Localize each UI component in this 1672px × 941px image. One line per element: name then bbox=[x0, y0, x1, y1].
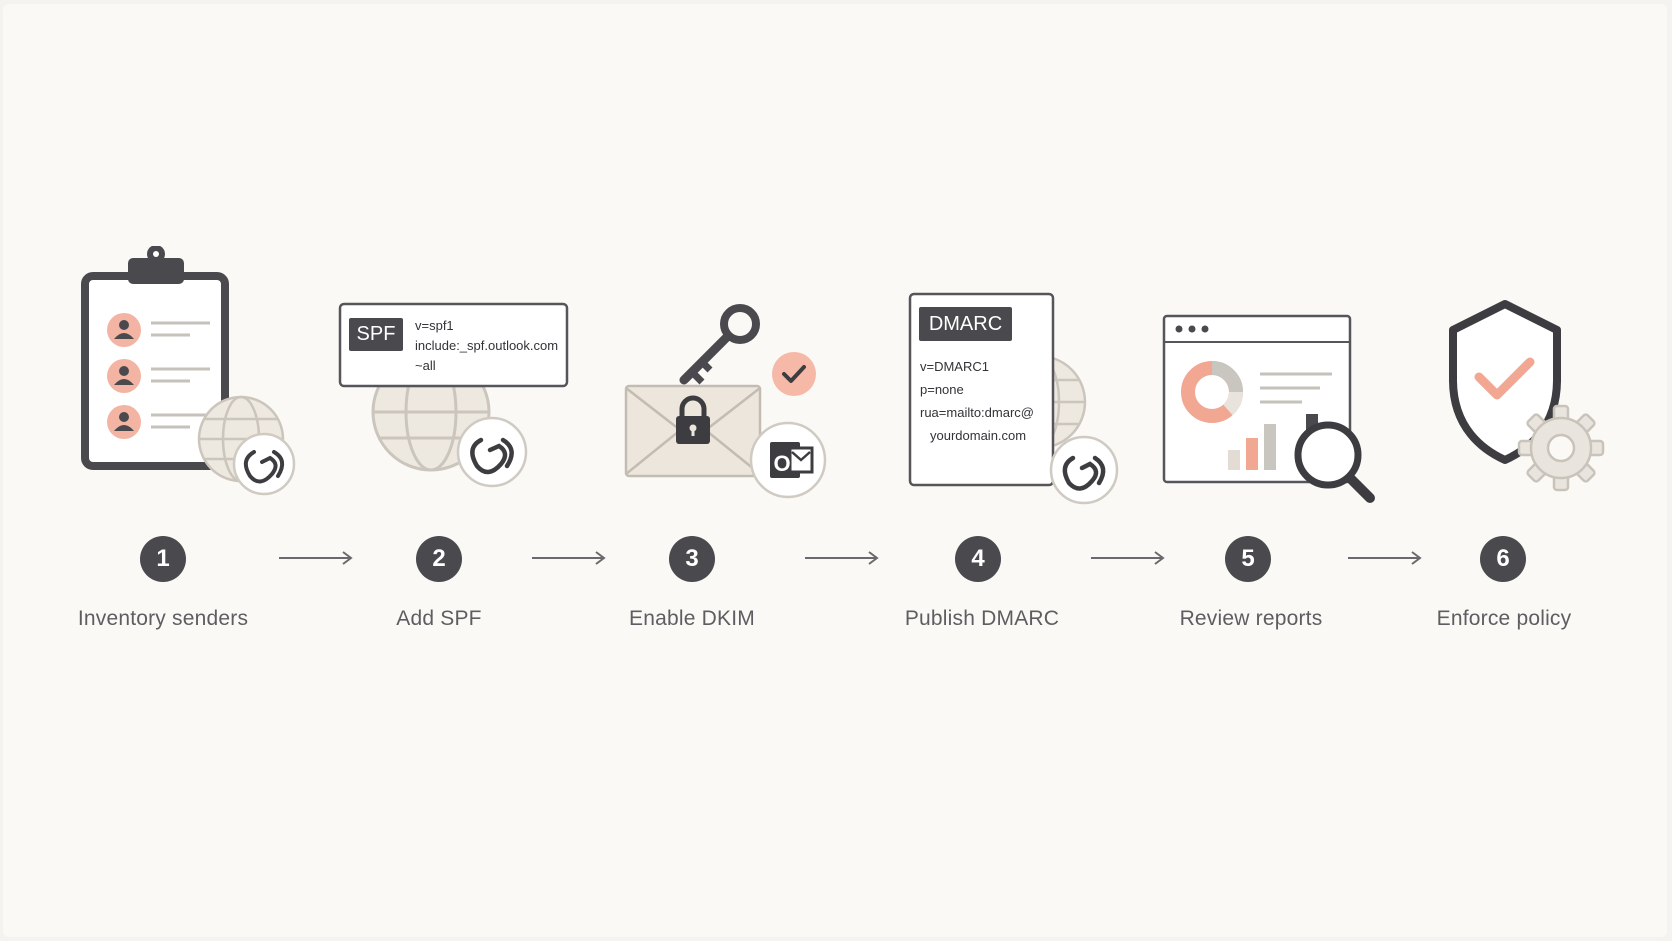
step-label: Inventory senders bbox=[77, 607, 249, 630]
clipboard-icon bbox=[81, 246, 296, 496]
magnifier-icon bbox=[1294, 421, 1375, 503]
step-label: Enforce policy bbox=[1436, 607, 1572, 630]
step-number-badge: 1 bbox=[140, 536, 186, 582]
spf-line: include:_spf.outlook.com bbox=[415, 338, 559, 353]
dmarc-line: yourdomain.com bbox=[930, 428, 1027, 443]
gear-icon bbox=[1517, 404, 1605, 492]
arrow-right-icon bbox=[1091, 551, 1165, 565]
godaddy-logo-icon bbox=[232, 432, 296, 496]
spf-line: ~all bbox=[415, 358, 436, 373]
check-badge-icon bbox=[772, 352, 816, 396]
step-number-badge: 6 bbox=[1480, 536, 1526, 582]
dmarc-line: v=DMARC1 bbox=[920, 359, 989, 374]
key-icon bbox=[679, 304, 760, 385]
dmarc-tag: DMARC bbox=[919, 307, 1012, 341]
step-number-badge: 3 bbox=[669, 536, 715, 582]
padlock-icon bbox=[676, 395, 710, 444]
spf-tag: SPF bbox=[349, 318, 403, 351]
sender-rows bbox=[107, 313, 210, 439]
spf-line: v=spf1 bbox=[415, 318, 454, 333]
outlook-letter: O bbox=[773, 451, 791, 476]
godaddy-logo-icon bbox=[1049, 435, 1119, 505]
step-number-badge: 4 bbox=[955, 536, 1001, 582]
shield-icon bbox=[1449, 300, 1605, 492]
arrow-right-icon bbox=[279, 551, 353, 565]
step-number-badge: 2 bbox=[416, 536, 462, 582]
arrow-right-icon bbox=[1348, 551, 1422, 565]
dmarc-line: rua=mailto:dmarc@ bbox=[920, 405, 1034, 420]
arrow-right-icon bbox=[532, 551, 606, 565]
godaddy-logo-icon bbox=[456, 416, 528, 488]
report-dashboard-icon bbox=[1162, 314, 1375, 503]
dmarc-line: p=none bbox=[920, 382, 964, 397]
step-label: Publish DMARC bbox=[904, 607, 1060, 630]
step-label: Enable DKIM bbox=[629, 607, 755, 630]
dmarc-record-icon bbox=[908, 292, 1119, 505]
step-label: Add SPF bbox=[396, 607, 482, 630]
step-number-badge: 5 bbox=[1225, 536, 1271, 582]
arrow-right-icon bbox=[805, 551, 879, 565]
outlook-logo-icon bbox=[749, 421, 827, 499]
dmarc-record-text: v=DMARC1 p=none rua=mailto:dmarc@ yourdo… bbox=[920, 355, 1060, 447]
dkim-icon bbox=[624, 304, 827, 499]
spf-record-text: v=spf1 include:_spf.outlook.com ~all bbox=[415, 316, 565, 376]
donut-chart-icon bbox=[1181, 361, 1244, 423]
step-label: Review reports bbox=[1179, 607, 1323, 630]
